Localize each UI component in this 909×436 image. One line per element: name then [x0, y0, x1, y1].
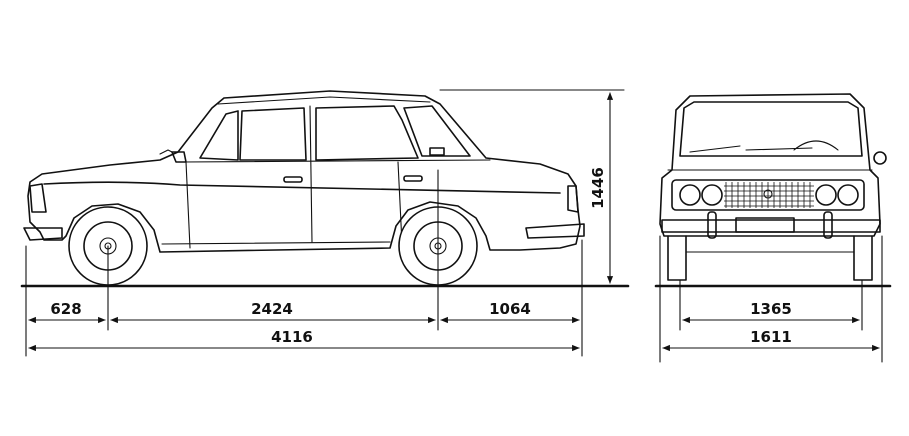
rear-door-edge — [397, 161, 403, 245]
headlight-left-outer — [679, 184, 701, 206]
badge-icon — [763, 189, 773, 199]
bumper-guard-right — [823, 211, 833, 239]
front-view-wheel-right — [853, 235, 873, 281]
fuel-cap — [429, 147, 445, 156]
wheelbase-label: 2424 — [251, 300, 293, 318]
side-mirror — [171, 151, 187, 163]
side-view: 1446 628 2424 1064 4116 — [20, 89, 630, 357]
grille-mesh — [724, 182, 814, 208]
side-body-outline — [27, 90, 581, 253]
license-plate — [735, 217, 795, 233]
steering-wheel — [793, 140, 839, 151]
wiper-left — [689, 145, 741, 153]
rear-overhang-label: 1064 — [489, 300, 531, 318]
front-door-handle — [283, 176, 303, 183]
wiper-right — [745, 147, 813, 151]
front-view-bumper — [661, 219, 881, 233]
front-bumper — [23, 227, 63, 241]
front-overhang-label: 628 — [50, 300, 81, 318]
side-molding — [43, 181, 561, 194]
front-lamp — [29, 183, 47, 213]
front-door-window — [239, 107, 307, 161]
beltline — [181, 159, 491, 163]
b-pillar — [309, 105, 313, 243]
vent-window — [199, 110, 239, 161]
roof-line — [217, 96, 431, 105]
sill-line — [161, 241, 391, 245]
track-label: 1365 — [750, 300, 792, 318]
front-body-outline — [659, 93, 881, 237]
height-label: 1446 — [589, 167, 607, 209]
grille — [671, 179, 865, 211]
front-mirror — [873, 151, 887, 165]
overall-width-label: 1611 — [750, 328, 792, 346]
windshield — [679, 101, 863, 157]
rear-door-handle — [403, 175, 423, 182]
wiper-arm — [159, 149, 173, 155]
front-view-wheel-left — [667, 235, 687, 281]
front-view: 1365 1611 — [654, 93, 892, 363]
headlight-left-inner — [701, 184, 723, 206]
rear-quarter-window — [403, 105, 471, 157]
a-pillar-door-edge — [185, 161, 191, 249]
bumper-guard-left — [707, 211, 717, 239]
headlight-right-outer — [837, 184, 859, 206]
rear-bumper — [525, 223, 585, 239]
overall-length-label: 4116 — [271, 328, 313, 346]
rear-door-window — [315, 105, 419, 161]
rear-lamp — [567, 185, 579, 213]
headlight-right-inner — [815, 184, 837, 206]
